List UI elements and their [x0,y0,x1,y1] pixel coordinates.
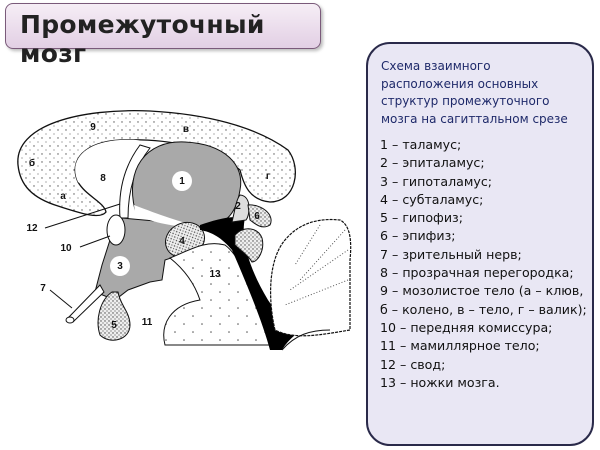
pineal [247,204,272,228]
legend-item: 4 – субталамус; [380,191,484,207]
label-a: а [60,191,66,202]
label-5: 5 [111,320,117,331]
legend-caption: Схема взаимного расположения основных ст… [381,59,568,126]
legend-item: 7 – зрительный нерв; [380,246,522,262]
label-10: 10 [60,243,72,254]
legend-item: 2 – эпиталамус; [380,155,485,171]
legend-item: 6 – эпифиз; [380,228,456,244]
legend-item: 9 – мозолистое тело (а – клюв, б – колен… [380,283,587,317]
label-7: 7 [40,283,46,294]
pituitary [97,291,131,341]
epithalamus [231,194,250,223]
legend-item: 11 – мамиллярное тело; [380,338,540,354]
legend-list: 1 – таламус; 2 – эпиталамус; 3 – гипотал… [380,136,588,392]
label-b: б [29,157,35,169]
label-4: 4 [179,236,185,247]
label-2: 2 [235,201,241,212]
label-3: 3 [117,261,123,272]
anterior-commissure [106,214,126,246]
legend-item: 8 – прозрачная перегородка; [380,265,574,281]
legend-box: Схема взаимного расположения основных ст… [366,42,594,446]
slide-title-box: Промежуточный мозг [5,3,321,68]
label-8: 8 [100,173,106,184]
label-9: 9 [90,122,96,133]
cerebellum [270,218,352,337]
label-6: 6 [254,211,260,222]
legend-item: 3 – гипоталамус; [380,173,492,189]
legend-item: 5 – гипофиз; [380,210,463,226]
legend-item: 10 – передняя комиссура; [380,319,553,335]
label-13: 13 [209,269,221,280]
slide-title: Промежуточный мозг [20,10,265,68]
label-1: 1 [179,176,185,187]
legend-item: 13 – ножки мозга. [380,374,500,390]
legend-item: 12 – свод; [380,356,446,372]
label-v: в [183,124,189,135]
label-12: 12 [26,223,38,234]
label-11: 11 [142,317,153,328]
label-g: г [266,171,270,182]
legend-item: 1 – таламус; [380,137,462,152]
septum-pellucidum [75,139,144,215]
